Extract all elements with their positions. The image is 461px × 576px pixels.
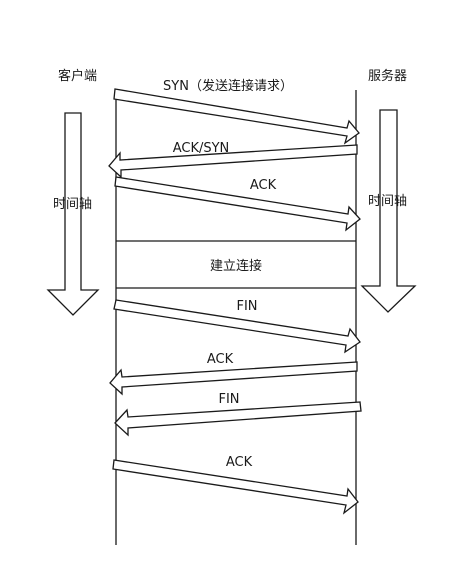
- message-label-ack-syn: ACK/SYN: [173, 141, 230, 156]
- message-arrow-fin-2: [114, 401, 362, 437]
- right-time-axis-label: 时间轴: [368, 194, 407, 209]
- message-label-fin-2: FIN: [218, 392, 239, 407]
- server-label: 服务器: [368, 68, 407, 84]
- right-time-axis-arrow: [360, 109, 417, 313]
- message-arrow-ack-2: [109, 361, 358, 396]
- message-label-ack-2: ACK: [207, 352, 234, 367]
- connection-state-label: 建立连接: [210, 258, 262, 274]
- message-arrow-ack-syn: [108, 144, 358, 179]
- message-label-syn: SYN（发送连接请求）: [163, 78, 293, 94]
- client-label: 客户端: [58, 68, 97, 84]
- message-label-ack-1: ACK: [250, 178, 277, 193]
- left-time-axis-arrow: [46, 112, 100, 316]
- message-arrow-ack-3: [112, 459, 359, 515]
- left-time-axis-label: 时间轴: [53, 197, 92, 212]
- message-label-ack-3: ACK: [226, 455, 253, 470]
- message-arrow-fin-1: [113, 299, 361, 354]
- message-arrow-ack-1: [114, 176, 361, 232]
- message-label-fin-1: FIN: [236, 299, 257, 314]
- message-arrow-syn: [113, 88, 360, 145]
